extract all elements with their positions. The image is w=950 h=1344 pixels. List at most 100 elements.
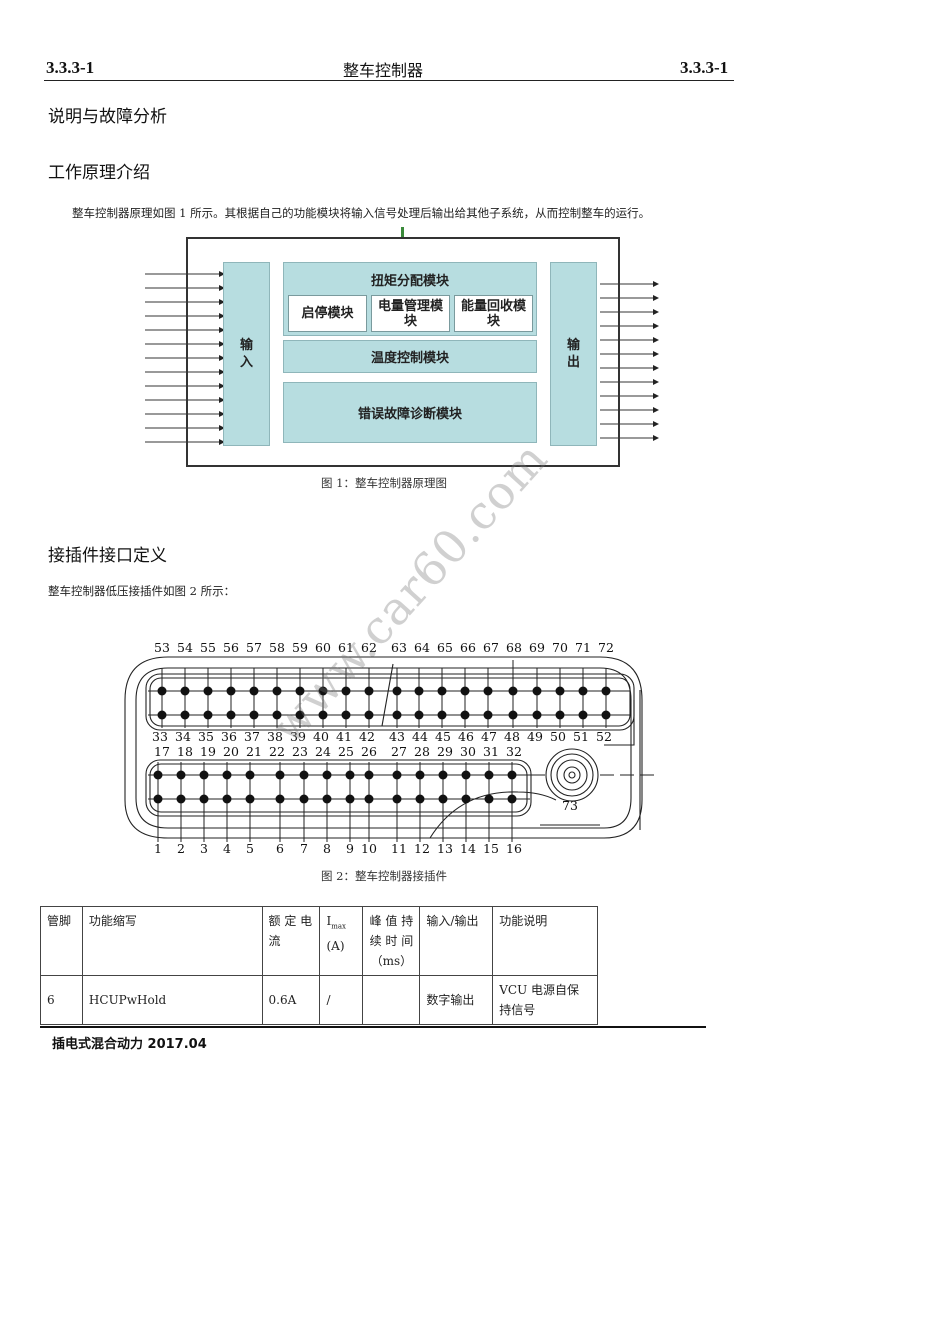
svg-text:49: 49: [527, 729, 543, 744]
svg-text:39: 39: [290, 729, 306, 744]
output-arrows: [600, 281, 659, 441]
header-imax: Imax (A): [319, 906, 364, 976]
svg-text:57: 57: [246, 640, 262, 655]
cell-function-abbr: HCUPwHold: [81, 975, 263, 1025]
connector-heading: 接插件接口定义: [48, 546, 167, 566]
svg-text:45: 45: [435, 729, 451, 744]
svg-text:10: 10: [361, 841, 377, 856]
output-block: 输 出: [550, 262, 597, 446]
svg-text:29: 29: [437, 744, 453, 759]
svg-text:36: 36: [221, 729, 237, 744]
footer-divider: [40, 1026, 706, 1028]
svg-text:1: 1: [154, 841, 162, 856]
svg-text:24: 24: [315, 744, 331, 759]
svg-text:18: 18: [177, 744, 193, 759]
svg-text:61: 61: [338, 640, 354, 655]
input-label-2: 入: [239, 355, 253, 370]
svg-text:2: 2: [177, 841, 185, 856]
header-rated-current: 额 定 电 流: [261, 906, 321, 976]
temperature-control-module: 温度控制模块: [283, 340, 537, 373]
svg-text:7: 7: [300, 841, 308, 856]
svg-text:43: 43: [389, 729, 405, 744]
svg-text:60: 60: [315, 640, 331, 655]
header-description: 功能说明: [492, 906, 598, 976]
svg-text:11: 11: [391, 841, 407, 856]
svg-text:8: 8: [323, 841, 331, 856]
coax-pin-label: 73: [562, 798, 578, 813]
section-number-left: 3.3.3-1: [46, 58, 95, 77]
svg-text:42: 42: [359, 729, 375, 744]
pin-label: 53: [154, 640, 170, 655]
svg-text:26: 26: [361, 744, 377, 759]
svg-text:33: 33: [152, 729, 168, 744]
energy-recovery-module: 能量回收模 块: [454, 295, 533, 332]
svg-text:54: 54: [177, 640, 193, 655]
svg-text:72: 72: [598, 640, 614, 655]
svg-text:47: 47: [481, 729, 497, 744]
svg-text:67: 67: [483, 640, 499, 655]
svg-text:41: 41: [336, 729, 352, 744]
svg-text:59: 59: [292, 640, 308, 655]
principle-heading: 工作原理介绍: [48, 163, 150, 183]
svg-text:40: 40: [313, 729, 329, 744]
torque-module-label: 扭矩分配模块: [370, 274, 449, 289]
battery-management-module: 电量管理模 块: [371, 295, 450, 332]
svg-text:30: 30: [460, 744, 476, 759]
cell-description: VCU 电源自保 持信号: [492, 975, 598, 1025]
svg-text:56: 56: [223, 640, 239, 655]
svg-text:21: 21: [246, 744, 262, 759]
figure-1-caption: 图 1：整车控制器原理图: [321, 476, 447, 490]
pin-definition-table: 管脚 功能缩写 额 定 电 流 Imax (A) 峰 值 持 续 时 间 （ms…: [40, 906, 598, 1025]
connector-paragraph: 整车控制器低压接插件如图 2 所示：: [48, 584, 236, 598]
svg-text:13: 13: [437, 841, 453, 856]
svg-text:64: 64: [414, 640, 430, 655]
header-io: 输入/输出: [419, 906, 494, 976]
svg-text:22: 22: [269, 744, 285, 759]
description-heading: 说明与故障分析: [48, 107, 167, 127]
svg-text:3: 3: [200, 841, 208, 856]
svg-text:65: 65: [437, 640, 453, 655]
svg-text:68: 68: [506, 640, 522, 655]
svg-text:20: 20: [223, 744, 239, 759]
svg-text:6: 6: [276, 841, 284, 856]
cell-rated-current: 0.6A: [261, 975, 321, 1025]
table-row: 6 HCUPwHold 0.6A / 数字输出 VCU 电源自保 持信号: [40, 975, 598, 1025]
svg-text:23: 23: [292, 744, 308, 759]
svg-text:63: 63: [391, 640, 407, 655]
page-title: 整车控制器: [343, 61, 424, 80]
svg-text:50: 50: [550, 729, 566, 744]
section-number-right: 3.3.3-1: [680, 58, 729, 77]
cell-pin: 6: [40, 975, 83, 1025]
svg-text:4: 4: [223, 841, 231, 856]
svg-text:46: 46: [458, 729, 474, 744]
fault-diagnosis-module: 错误故障诊断模块: [283, 382, 537, 443]
svg-text:38: 38: [267, 729, 283, 744]
svg-text:62: 62: [361, 640, 377, 655]
connector-diagram: 53 54 55 56 57 58 59 60 61 62 63 64 65 6…: [124, 640, 660, 856]
svg-text:14: 14: [460, 841, 476, 856]
footer-label: 插电式混合动力 2017.04: [52, 1037, 207, 1052]
svg-text:27: 27: [391, 744, 407, 759]
svg-text:32: 32: [506, 744, 522, 759]
header-function-abbr: 功能缩写: [81, 906, 263, 976]
svg-text:48: 48: [504, 729, 520, 744]
svg-text:70: 70: [552, 640, 568, 655]
input-block: 输 入: [223, 262, 270, 446]
header-divider: [44, 80, 734, 81]
svg-text:58: 58: [269, 640, 285, 655]
svg-text:17: 17: [154, 744, 170, 759]
svg-text:16: 16: [506, 841, 522, 856]
svg-text:19: 19: [200, 744, 216, 759]
svg-text:51: 51: [573, 729, 589, 744]
svg-text:12: 12: [414, 841, 430, 856]
header-pin: 管脚: [40, 906, 83, 976]
cell-io: 数字输出: [419, 975, 494, 1025]
cell-peak-duration: [362, 975, 421, 1025]
svg-text:34: 34: [175, 729, 191, 744]
torque-distribution-module: 扭矩分配模块 启停模块 电量管理模 块 能量回收模 块: [283, 262, 537, 336]
svg-text:52: 52: [596, 729, 612, 744]
table-header-row: 管脚 功能缩写 额 定 电 流 Imax (A) 峰 值 持 续 时 间 （ms…: [40, 906, 598, 976]
svg-text:37: 37: [244, 729, 260, 744]
svg-text:9: 9: [346, 841, 354, 856]
output-label-1: 输: [566, 338, 580, 353]
